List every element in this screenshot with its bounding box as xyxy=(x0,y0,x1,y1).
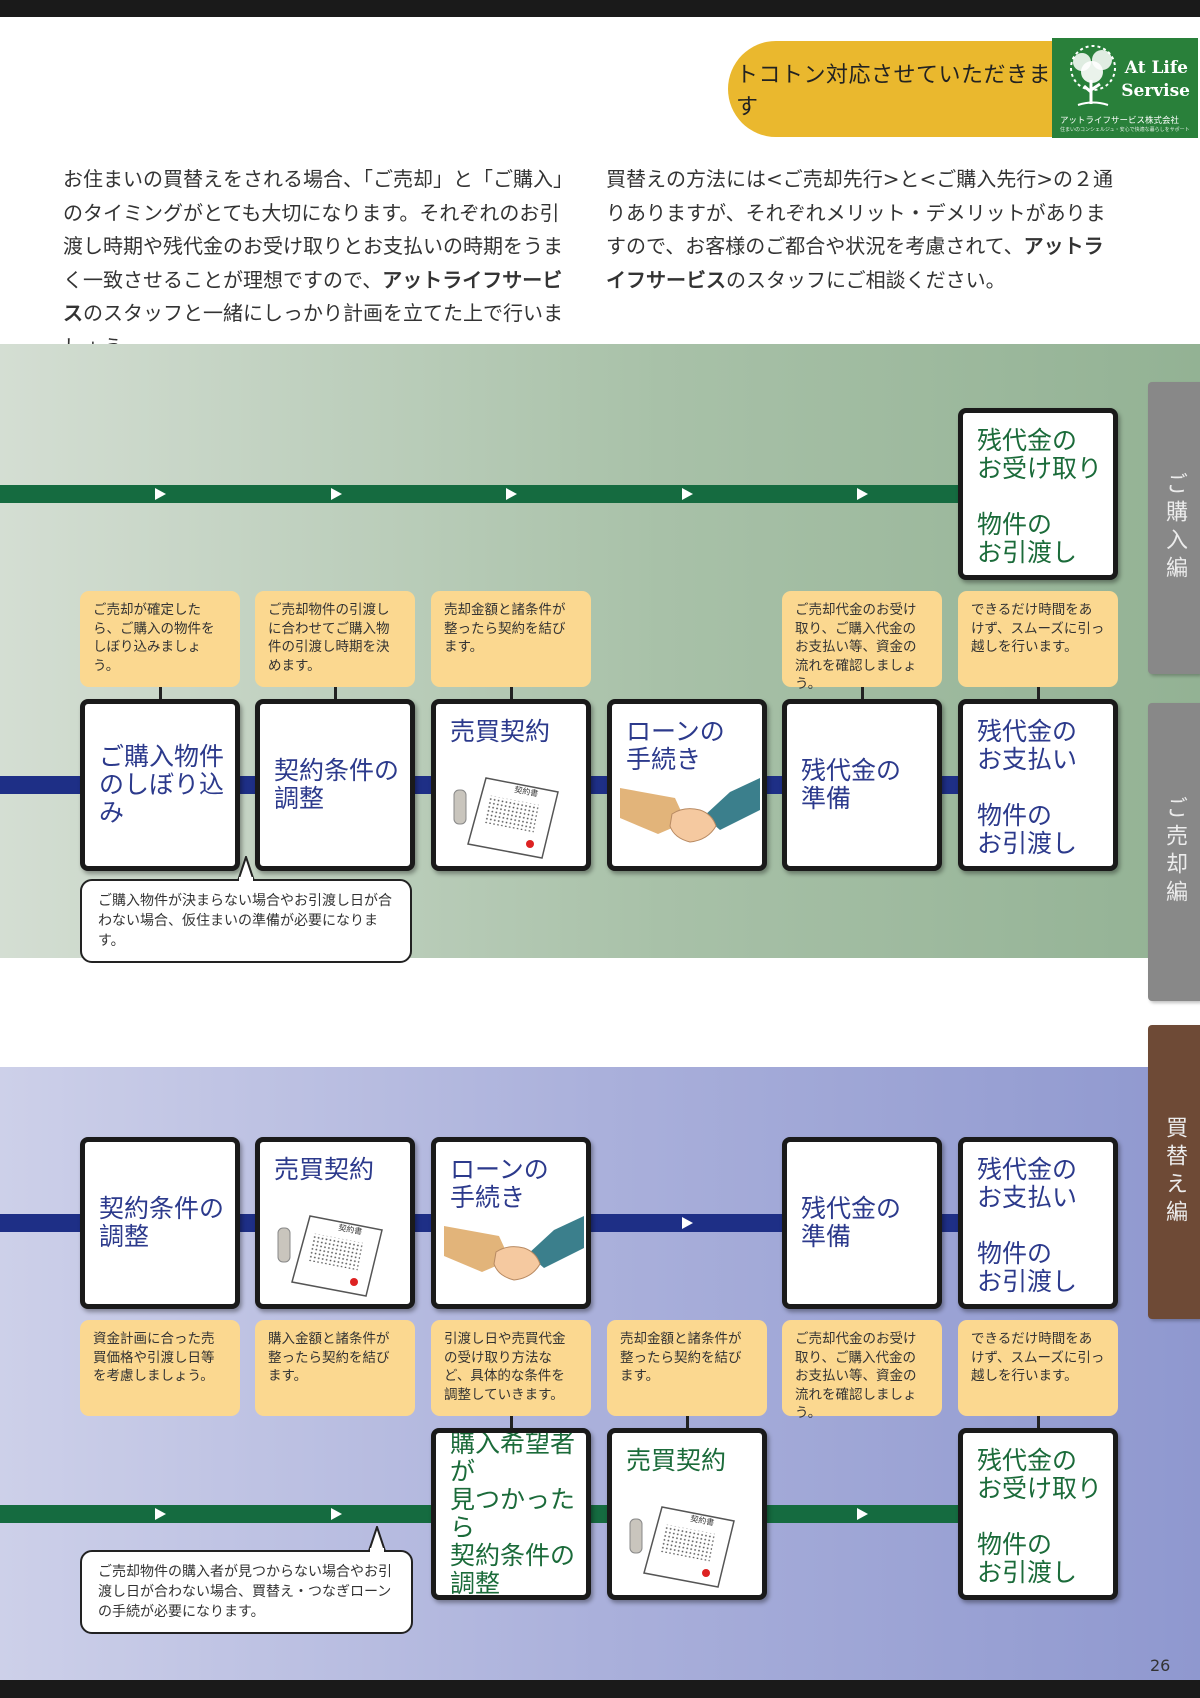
arrow-right-icon xyxy=(331,1508,342,1520)
step-label: 残代金の 準備 xyxy=(801,1194,902,1251)
step-box: 残代金の 準備 xyxy=(782,1137,942,1309)
tab-replacement-label: 買替え編 xyxy=(1162,1116,1187,1228)
connector xyxy=(334,687,337,699)
step-label: ローンの 手続き xyxy=(626,717,725,774)
step-label: 売買契約 xyxy=(450,717,551,746)
handshake-icon xyxy=(620,778,760,843)
step-note: 購入金額と諸条件が整ったら契約を結びます。 xyxy=(255,1320,415,1416)
step-label: ご購入物件 のしぼり込み xyxy=(99,742,225,827)
step-note: できるだけ時間をあけず、スムーズに引っ越しを行います。 xyxy=(958,1320,1118,1416)
step-label: 売買契約 xyxy=(274,1155,375,1184)
step-label: 残代金の お支払い 物件の お引渡し xyxy=(977,1155,1078,1296)
tab-purchase-label: ご購入編 xyxy=(1162,472,1187,584)
contract-document-icon: 契約書 xyxy=(277,1215,383,1297)
step-box: 残代金の お支払い 物件の お引渡し xyxy=(958,1137,1118,1309)
step-note: ご売却代金のお受け取り、ご購入代金のお支払い等、資金の流れを確認しましょう。 xyxy=(782,1320,942,1421)
step-label: ローンの 手続き xyxy=(450,1155,549,1212)
step-note: ご売却が確定したら、ご購入の物件をしぼり込みましょう。 xyxy=(80,591,240,687)
step-box: ローンの 手続き xyxy=(607,699,767,871)
step-note: 売却金額と諸条件が整ったら契約を結びます。 xyxy=(431,591,591,687)
step-label: 残代金の お支払い 物件の お引渡し xyxy=(977,717,1078,858)
bottom-bar xyxy=(0,1680,1200,1698)
purchase-timeline xyxy=(0,485,960,503)
connector xyxy=(861,687,864,699)
step-box: 残代金の お受け取り 物件の お引渡し xyxy=(958,408,1118,580)
top-bar xyxy=(0,0,1200,17)
company-logo: At Life Servise アットライフサービス株式会社 住まいのコンシェル… xyxy=(1052,38,1198,138)
step-label: 売買契約 xyxy=(626,1446,727,1475)
arrow-right-icon xyxy=(857,1508,868,1520)
step-box: 売買契約 契約書 xyxy=(607,1428,767,1600)
arrow-right-icon xyxy=(155,488,166,500)
step-note: 引渡し日や売買代金の受け取り方法など、具体的な条件を調整していきます。 xyxy=(431,1320,591,1416)
step-box: 売買契約 契約書 xyxy=(255,1137,415,1309)
step-note: できるだけ時間をあけず、スムーズに引っ越しを行います。 xyxy=(958,591,1118,687)
step-note: 資金計画に合った売買価格や引渡し日等を考慮しましょう。 xyxy=(80,1320,240,1416)
step-note: ご売却代金のお受け取り、ご購入代金のお支払い等、資金の流れを確認しましょう。 xyxy=(782,591,942,692)
step-label: 契約条件の 調整 xyxy=(99,1194,225,1251)
intro-right-text-2: のスタッフにご相談ください。 xyxy=(726,267,1006,292)
step-box: ご購入物件 のしぼり込み xyxy=(80,699,240,871)
connector xyxy=(159,687,162,699)
intro-right-company: アットライフサービス xyxy=(606,234,1104,292)
tab-replacement[interactable]: 買替え編 xyxy=(1148,1025,1200,1319)
tab-sale-label: ご売却編 xyxy=(1162,796,1187,908)
step-box: 購入希望者が 見つかったら 契約条件の 調整 xyxy=(431,1428,591,1600)
step-label: 契約条件の 調整 xyxy=(274,756,400,813)
tab-sale[interactable]: ご売却編 xyxy=(1148,703,1200,1001)
arrow-right-icon xyxy=(155,1508,166,1520)
step-label: 購入希望者が 見つかったら 契約条件の 調整 xyxy=(450,1429,576,1598)
tagline: トコトン対応させていただきます xyxy=(736,63,1052,120)
step-box: 残代金の 準備 xyxy=(782,699,942,871)
logo-text-2: Servise xyxy=(1121,81,1190,101)
intro-left-text-1: お住まいの買替えをされる場合、「ご売却」と「ご購入」のタイミングがとても大切にな… xyxy=(63,167,573,292)
arrow-right-icon xyxy=(857,488,868,500)
step-label: 残代金の 準備 xyxy=(801,756,902,813)
arrow-right-icon xyxy=(682,488,693,500)
connector xyxy=(1037,687,1040,699)
connector xyxy=(510,1416,513,1428)
step-box: 契約条件の 調整 xyxy=(80,1137,240,1309)
logo-text-1: At Life xyxy=(1124,58,1188,78)
intro-right-text-1: 買替えの方法には<ご売却先行>と<ご購入先行>の２通りありますが、それぞれメリッ… xyxy=(606,167,1114,258)
callout-note: ご購入物件が決まらない場合やお引渡し日が合わない場合、仮住まいの準備が必要になり… xyxy=(80,879,412,963)
intro-left: お住まいの買替えをされる場合、「ご売却」と「ご購入」のタイミングがとても大切にな… xyxy=(63,163,573,364)
arrow-right-icon xyxy=(331,488,342,500)
contract-doc-label: 契約書 xyxy=(690,1513,715,1527)
connector xyxy=(686,1416,689,1428)
step-note: 売却金額と諸条件が整ったら契約を結びます。 xyxy=(607,1320,767,1416)
logo-company-name: アットライフサービス株式会社 xyxy=(1060,116,1180,126)
step-note: ご売却物件の引渡しに合わせてご購入物件の引渡し時期を決めます。 xyxy=(255,591,415,687)
logo-subtitle: 住まいのコンシェルジュ・安心で快適な暮らしをサポート xyxy=(1060,127,1190,133)
step-box: 残代金の お受け取り 物件の お引渡し xyxy=(958,1428,1118,1600)
arrow-right-icon xyxy=(682,1217,693,1229)
step-box: 残代金の お支払い 物件の お引渡し xyxy=(958,699,1118,871)
intro-right: 買替えの方法には<ご売却先行>と<ご購入先行>の２通りありますが、それぞれメリッ… xyxy=(606,163,1116,297)
contract-doc-label: 契約書 xyxy=(338,1222,363,1236)
connector xyxy=(1037,1416,1040,1428)
contract-document-icon: 契約書 xyxy=(629,1506,735,1588)
contract-document-icon: 契約書 xyxy=(453,777,559,859)
tree-icon xyxy=(1070,45,1116,106)
callout-tail-mask xyxy=(239,877,253,881)
arrow-right-icon xyxy=(506,488,517,500)
callout-tail-mask xyxy=(370,1548,384,1552)
page-number: 26 xyxy=(1150,1656,1171,1675)
step-label: 残代金の お受け取り 物件の お引渡し xyxy=(977,1446,1103,1587)
handshake-icon xyxy=(444,1216,584,1281)
callout-note: ご売却物件の購入者が見つからない場合やお引渡し日が合わない場合、買替え・つなぎロ… xyxy=(80,1550,413,1634)
tagline-banner: トコトン対応させていただきます xyxy=(728,41,1058,137)
step-box: ローンの 手続き xyxy=(431,1137,591,1309)
step-label: 残代金の お受け取り 物件の お引渡し xyxy=(977,426,1103,567)
connector xyxy=(510,687,513,699)
step-box: 売買契約 契約書 xyxy=(431,699,591,871)
tab-purchase[interactable]: ご購入編 xyxy=(1148,382,1200,674)
intro-left-company: アットライフサービス xyxy=(63,267,563,326)
contract-doc-label: 契約書 xyxy=(514,784,539,798)
step-box: 契約条件の 調整 xyxy=(255,699,415,871)
